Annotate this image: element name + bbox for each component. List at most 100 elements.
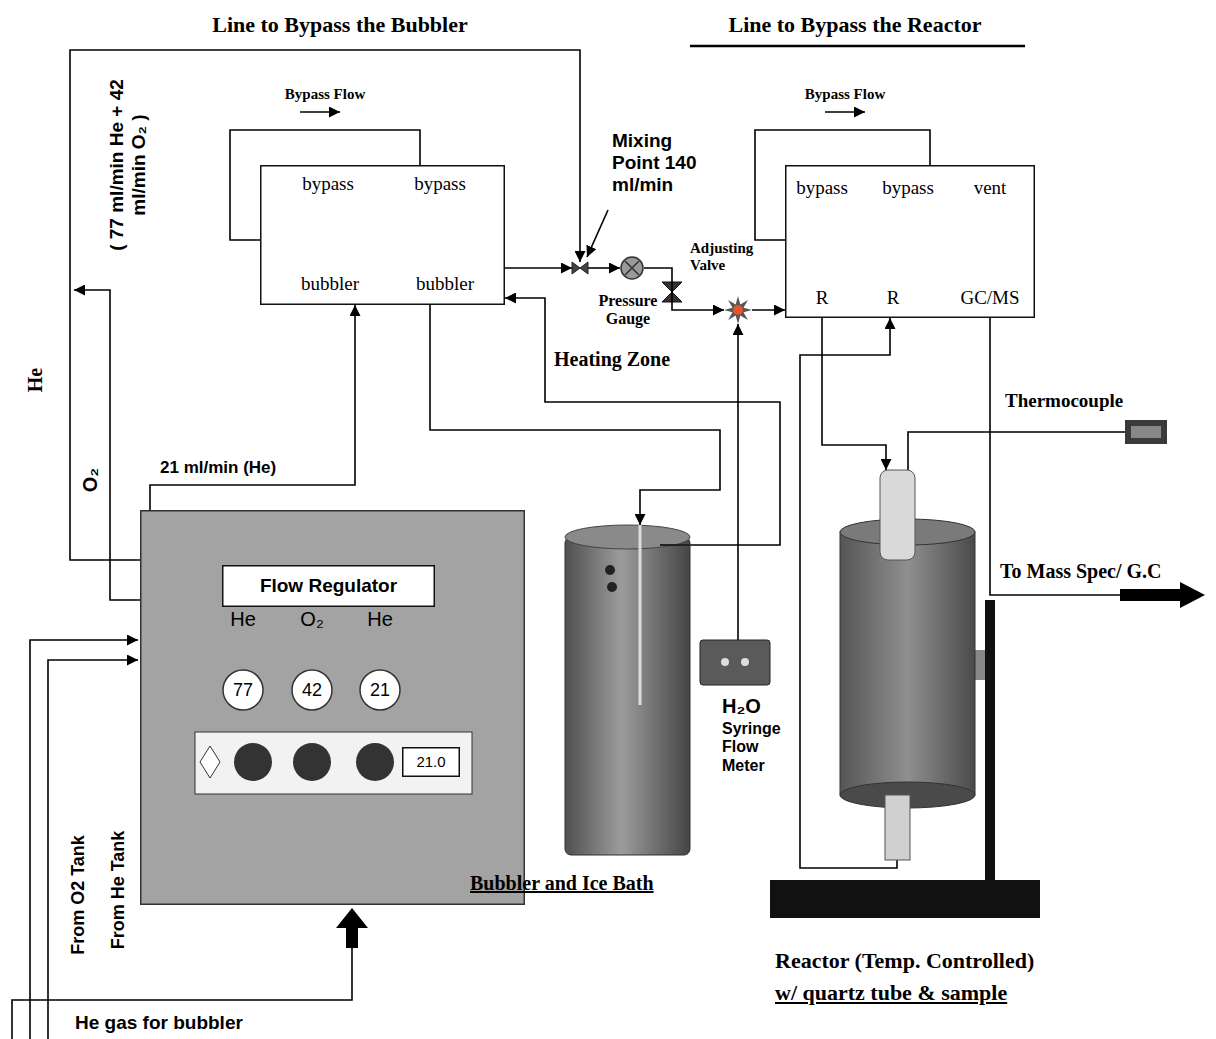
- dial-outline: [360, 670, 400, 710]
- node-text: H₂O: [722, 695, 761, 718]
- node-text: Reactor (Temp. Controlled): [775, 948, 1034, 973]
- node-text: O₂: [300, 608, 323, 631]
- quartz-tube-outlet: [885, 795, 910, 860]
- bubble: [605, 565, 615, 575]
- heater-star: [724, 296, 752, 324]
- valve-symbol: [572, 262, 580, 274]
- control-panel: [195, 732, 472, 794]
- connector: [505, 298, 780, 545]
- box-outline: [786, 166, 1035, 318]
- annotation: Line to Bypass the Reactor: [729, 12, 982, 37]
- stand-base: [770, 880, 1040, 918]
- flow-dial: 77: [222, 669, 264, 711]
- connector: [822, 318, 886, 470]
- dial-outline: [223, 670, 263, 710]
- connector: [737, 324, 739, 640]
- annotation: He gas for bubbler: [75, 1012, 243, 1034]
- valve-symbol: [580, 262, 588, 274]
- syringe-pump: H₂OSyringe Flow Meter: [700, 640, 770, 685]
- annotation: O₂: [79, 468, 102, 492]
- gauge-dial: [621, 257, 643, 279]
- oxygen-supply-line: [30, 640, 138, 1039]
- regulator-housing: [141, 511, 525, 905]
- node-text: Mixing Point 140 ml/min: [612, 130, 720, 196]
- heading-underline: [690, 45, 1025, 48]
- node-text: Syringe Flow Meter: [722, 720, 792, 775]
- thermocouple: Thermocouple: [1125, 420, 1167, 444]
- stand-post: [985, 600, 995, 880]
- annotation: To Mass Spec/ G.C: [1000, 560, 1162, 583]
- annotation: From O2 Tank: [68, 835, 89, 955]
- node-text: 77: [233, 680, 253, 701]
- pump-button: [741, 658, 749, 666]
- flow-display: 21.0: [402, 747, 460, 777]
- box-outline: [403, 748, 460, 777]
- node-text: R: [816, 287, 829, 309]
- bubbler: Bubbler and Ice Bath: [565, 525, 690, 855]
- connector: [70, 50, 580, 560]
- flow-label: 21 ml/min (He): [160, 458, 276, 478]
- flow-arrow: [300, 111, 340, 113]
- heating-zone: Heating Zone: [724, 296, 752, 324]
- flow-dial: 42: [291, 669, 333, 711]
- node-text: bubbler: [301, 273, 359, 295]
- heater-core: [733, 305, 743, 315]
- node-text: bypass: [302, 173, 354, 195]
- reactor: Reactor (Temp. Controlled)w/ quartz tube…: [840, 470, 975, 860]
- node-text: He: [230, 608, 256, 631]
- mixing-point: Mixing Point 140 ml/min: [572, 262, 588, 274]
- bubbler-body: [565, 537, 690, 855]
- connector: [752, 309, 785, 311]
- annotation: Bypass Flow: [285, 86, 365, 103]
- bubbler-top: [565, 525, 690, 549]
- gauge-shape: [620, 256, 644, 280]
- annotation: Bypass Flow: [805, 86, 885, 103]
- quartz-tube: [880, 470, 915, 560]
- connector: [908, 432, 1125, 470]
- annotation: Line to Bypass the Bubbler: [212, 12, 468, 37]
- annotation: He: [24, 368, 47, 392]
- box-outline: [261, 166, 505, 305]
- cylinder-shape: [565, 525, 690, 855]
- block-arrow-head: [336, 908, 368, 928]
- reactor-shape: [840, 470, 975, 860]
- node-text: R: [887, 287, 900, 309]
- flow-regulator: HeO₂HeFlow Regulator77422121.0: [140, 510, 525, 905]
- node-text: Thermocouple: [1005, 390, 1123, 412]
- connector: [505, 267, 572, 269]
- bubbler-valve: bypassbypassbubblerbubbler: [260, 165, 505, 305]
- connector: [588, 267, 620, 269]
- node-text: bypass: [882, 177, 934, 199]
- annotation: From He Tank: [108, 831, 129, 950]
- bubble: [607, 582, 617, 592]
- thermocouple-display: [1131, 426, 1161, 438]
- thermocouple-body: [1125, 420, 1167, 444]
- outlet-tube: [660, 544, 690, 546]
- box-outline: [223, 566, 435, 607]
- star-shape: [724, 296, 752, 324]
- node-text: Heating Zone: [554, 348, 670, 371]
- reactor-valve: bypassbypassventRRGC/MS: [785, 165, 1035, 318]
- flow-label: ( 77 ml/min He + 42 ml/min O₂ ): [106, 65, 150, 265]
- pressure-gauge: Pressure Gauge: [620, 256, 644, 280]
- node-text: He: [367, 608, 393, 631]
- node-text: 42: [302, 680, 322, 701]
- block-arrow-shaft: [1120, 589, 1180, 601]
- connector: [430, 305, 720, 525]
- mix-shape: [572, 262, 588, 274]
- oxygen-line: [74, 290, 140, 600]
- node-text: bubbler: [416, 273, 474, 295]
- control-knob: [293, 743, 331, 781]
- connector: [150, 305, 355, 510]
- selector-arrow: [200, 746, 220, 778]
- node-text: vent: [974, 177, 1007, 199]
- dip-tube: [639, 525, 642, 705]
- pump-button: [721, 658, 729, 666]
- flow-dial: 21: [359, 669, 401, 711]
- node-text: 21.0: [416, 753, 445, 770]
- stand-clamp: [975, 650, 985, 680]
- block-arrow-head: [1180, 582, 1205, 608]
- bubbler-helium-line: [12, 948, 352, 1039]
- node-text: bypass: [796, 177, 848, 199]
